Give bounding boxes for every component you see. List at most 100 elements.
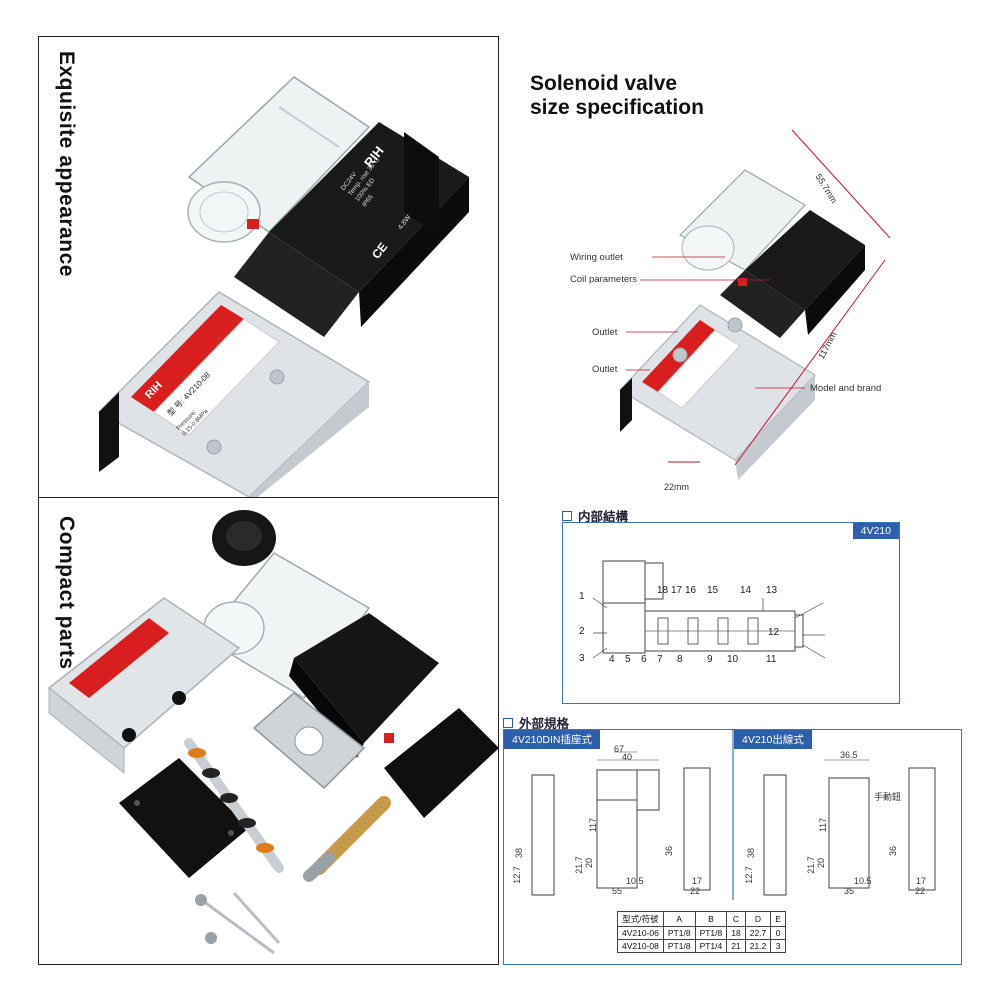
dimension-label: 21.7 (805, 856, 816, 874)
dimension-label: 22 (915, 886, 926, 896)
dimension-label: 36.5 (840, 750, 858, 760)
square-bullet-icon (503, 718, 513, 728)
dimension-label: 20 (584, 857, 595, 869)
table-header-cell: B (694, 911, 728, 927)
dim-width: 22mm (664, 482, 690, 492)
dimension-label: 117 (588, 817, 599, 833)
external-spec-heading: 外部規格 (503, 713, 569, 732)
screw (198, 896, 275, 955)
end-plate (119, 758, 249, 878)
table-cell: 18 (726, 926, 746, 940)
cross-section-drawing (592, 560, 826, 659)
exquisite-appearance-label: Exquisite appearance (55, 51, 78, 277)
coil (294, 613, 439, 743)
callout-model-brand: Model and brand (810, 383, 882, 394)
table-cell: PT1/4 (694, 939, 728, 953)
dimension-label: 36 (664, 845, 675, 857)
dimension-label: 40 (622, 752, 633, 762)
dimension-label: 35 (844, 886, 855, 896)
table-header-cell: C (726, 911, 746, 927)
dimension-label: 38 (746, 847, 757, 859)
spec-title-line2: size specification (530, 96, 704, 119)
part-number: 13 (766, 585, 778, 596)
part-number: 6 (641, 654, 647, 665)
dimension-label: 55 (612, 886, 623, 896)
valve-body (97, 291, 371, 500)
part-number: 7 (657, 654, 663, 665)
table-row: 4V210-08 PT1/8 PT1/4 21 21.2 3 (617, 939, 786, 953)
dimension-label: 17 (916, 876, 927, 886)
coil-block (234, 122, 469, 337)
callout-outlet-2: Outlet (592, 364, 618, 375)
external-dimension-drawings (531, 730, 936, 900)
table-cell: 0 (770, 926, 786, 940)
table-header-cell: 型式/符號 (617, 911, 664, 927)
table-header-cell: D (744, 911, 772, 927)
solenoid-valve-product-image (97, 76, 469, 500)
spec-diagram-image (619, 129, 891, 480)
internal-model-tag: 4V210 (852, 523, 899, 539)
square-bullet-icon (562, 511, 572, 521)
part-number: 17 (671, 585, 683, 596)
spec-title-line1: Solenoid valve (530, 72, 678, 95)
part-number: 3 (579, 653, 585, 664)
table-cell: 21 (726, 939, 746, 953)
part-number: 16 (685, 585, 697, 596)
exquisite-appearance-panel: Exquisite appearance (38, 36, 499, 500)
table-cell: PT1/8 (662, 926, 696, 940)
pilot-head (384, 708, 499, 818)
din-type-tag: 4V210DIN插座式 (504, 730, 600, 749)
callout-coil-parameters: Coil parameters (570, 274, 638, 285)
compact-parts-panel: Compact parts (38, 497, 499, 965)
part-number: 15 (707, 585, 719, 596)
dimension-label: 10.5 (854, 876, 872, 886)
screw (232, 891, 281, 945)
part-number: 8 (677, 654, 683, 665)
dimension-label: 117 (818, 817, 829, 833)
spool (184, 738, 284, 873)
internal-structure-box: 4V210 1 2 3 18 17 16 15 14 13 12 4 5 6 7… (562, 522, 900, 704)
dimension-label: 12.7 (511, 866, 522, 884)
part-number: 11 (766, 654, 777, 665)
spec-title: Solenoid valve size specification (530, 72, 704, 120)
table-cell: 4V210-06 (617, 926, 664, 940)
dimension-label: 17 (692, 876, 703, 886)
part-number: 1 (579, 591, 585, 602)
table-cell: PT1/8 (694, 926, 728, 940)
table-cell: PT1/8 (662, 939, 696, 953)
model-spec-table: 型式/符號 A B C D E 4V210-06 PT1/8 PT1/8 18 … (617, 911, 786, 953)
manual-override-button (247, 219, 259, 229)
part-number: 14 (740, 585, 752, 596)
table-cell: 21.2 (744, 939, 772, 953)
table-row: 4V210-06 PT1/8 PT1/8 18 22.7 0 (617, 926, 786, 940)
table-cell: 4V210-08 (617, 939, 664, 953)
internal-structure-heading: 内部結構 (562, 506, 628, 525)
connector-cap (187, 76, 371, 243)
part-number: 2 (579, 626, 585, 637)
part-number: 18 (657, 585, 669, 596)
dimension-label: 12.7 (743, 866, 754, 884)
dimension-label: 22 (690, 886, 701, 896)
table-header-cell: E (770, 911, 786, 927)
table-header-cell: A (662, 911, 696, 927)
part-number: 4 (609, 654, 615, 665)
dimension-label: 36 (888, 845, 899, 857)
table-cell: 3 (770, 939, 786, 953)
dimension-label: 20 (816, 857, 827, 869)
wire-type-tag: 4V210出線式 (734, 730, 812, 749)
table-header-row: 型式/符號 A B C D E (617, 911, 786, 927)
dimension-label: 67 (614, 744, 625, 754)
small-screw (205, 932, 217, 944)
dimension-label: 10.5 (626, 876, 644, 886)
exploded-parts-image (47, 510, 499, 955)
compact-parts-label: Compact parts (55, 516, 78, 670)
callout-wiring-outlet: Wiring outlet (570, 252, 623, 263)
hand-button-label: 手動鈕 (874, 792, 902, 802)
internal-heading-text: 内部結構 (578, 510, 629, 524)
part-number: 5 (625, 654, 631, 665)
part-number: 9 (707, 654, 713, 665)
external-heading-text: 外部規格 (519, 717, 570, 731)
callout-outlet-1: Outlet (592, 327, 618, 338)
part-number: 10 (727, 654, 739, 665)
dimension-label: 38 (514, 847, 525, 859)
